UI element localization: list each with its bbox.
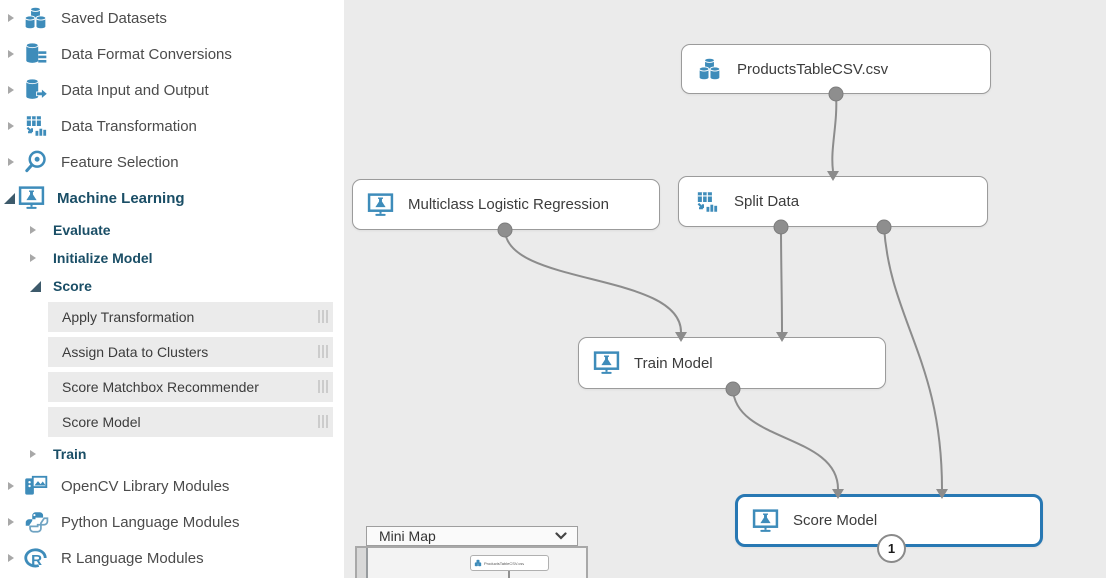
badge-number: 1 [887,541,896,556]
sidebar-item-label: Machine Learning [57,189,185,207]
dataset-icon [698,57,721,81]
caret-expanded-icon[interactable] [4,192,15,204]
node-split-data[interactable]: Split Data [678,176,988,227]
sidebar-item-score[interactable]: Score [0,272,344,300]
drag-grip-icon[interactable] [318,415,328,428]
node-train-model[interactable]: Train Model [578,337,886,389]
node-label: Train Model [634,354,713,372]
sidebar-item-evaluate[interactable]: Evaluate [0,216,344,244]
drag-grip-icon[interactable] [318,345,328,358]
sidebar-item-saved-datasets[interactable]: Saved Datasets [0,0,344,36]
output-port-badge[interactable]: 1 [877,534,906,563]
module-item-label: Score Model [62,414,141,430]
sidebar-item-feature-selection[interactable]: Feature Selection [0,144,344,180]
ml-module-icon [367,192,394,216]
drag-grip-icon[interactable] [318,380,328,393]
data-transformation-icon [26,116,47,136]
minimap-viewport[interactable]: ProductsTableCSV.csv [355,546,588,578]
caret-collapsed-icon[interactable] [8,85,19,96]
module-item-label: Assign Data to Clusters [62,344,209,360]
drag-grip-icon[interactable] [318,310,328,323]
connector-dataset-to-splitdata[interactable] [831,93,838,172]
connector-mlr-to-trainmodel[interactable] [504,229,682,333]
sidebar-item-label: Feature Selection [61,153,179,171]
data-format-conversions-icon [25,42,47,63]
caret-expanded-icon[interactable] [30,280,41,292]
node-products-table-csv[interactable]: ProductsTableCSV.csv [681,44,991,94]
caret-collapsed-icon[interactable] [8,157,19,168]
connector-splitdata-to-trainmodel[interactable] [780,226,783,333]
module-item-score-model[interactable]: Score Model [48,407,333,437]
caret-collapsed-icon[interactable] [8,517,19,528]
module-item-label: Apply Transformation [62,309,195,325]
connector-trainmodel-to-scoremodel[interactable] [732,388,839,490]
sidebar-item-label: Saved Datasets [61,9,167,27]
ml-module-icon [752,508,779,532]
python-icon [25,512,49,533]
node-label: Multiclass Logistic Regression [408,196,609,213]
dataset-icon [474,559,482,567]
caret-collapsed-icon[interactable] [8,121,19,132]
saved-datasets-icon [24,6,47,30]
minimap-title: Mini Map [379,528,436,544]
sidebar-item-label: Data Transformation [61,117,197,135]
node-multiclass-logistic-regression[interactable]: Multiclass Logistic Regression [352,179,660,230]
sidebar-item-machine-learning[interactable]: Machine Learning [0,180,344,216]
caret-collapsed-icon[interactable] [8,481,19,492]
ml-module-icon [593,351,620,374]
sidebar-item-label: Data Format Conversions [61,45,232,63]
caret-collapsed-icon[interactable] [8,553,19,564]
sidebar-item-label: Initialize Model [53,250,153,266]
minimap-node-label: ProductsTableCSV.csv [484,560,525,566]
sidebar-item-train[interactable]: Train [0,440,344,468]
machine-learning-icon [18,186,45,209]
caret-collapsed-icon[interactable] [8,13,19,24]
sidebar-item-label: Score [53,278,92,294]
sidebar-item-data-transformation[interactable]: Data Transformation [0,108,344,144]
minimap-header[interactable]: Mini Map [366,526,578,546]
sidebar-item-data-format-conversions[interactable]: Data Format Conversions [0,36,344,72]
sidebar-item-label: OpenCV Library Modules [61,477,230,495]
caret-collapsed-icon[interactable] [30,449,41,460]
connector-splitdata-to-scoremodel[interactable] [883,226,943,490]
node-label: ProductsTableCSV.csv [737,60,889,78]
data-input-output-icon [25,78,49,100]
sidebar-item-label: Python Language Modules [61,513,240,531]
chevron-down-icon[interactable] [555,532,567,540]
minimap-gutter [357,548,368,578]
caret-collapsed-icon[interactable] [30,225,41,236]
module-item-score-matchbox-recommender[interactable]: Score Matchbox Recommender [48,372,333,402]
sidebar-item-data-input-output[interactable]: Data Input and Output [0,72,344,108]
sidebar-item-label: R Language Modules [61,549,204,567]
feature-selection-icon [25,150,46,173]
module-item-label: Score Matchbox Recommender [62,379,259,395]
caret-collapsed-icon[interactable] [30,253,41,264]
sidebar-item-label: Train [53,446,87,462]
sidebar-item-python-language-modules[interactable]: Python Language Modules [0,504,344,540]
opencv-icon [25,475,48,495]
module-item-assign-data-to-clusters[interactable]: Assign Data to Clusters [48,337,333,367]
module-palette: Saved Datasets Data Format Conversions D… [0,0,344,578]
minimap-connector [508,571,510,578]
svg-text:R: R [31,552,42,569]
sidebar-item-label: Evaluate [53,222,111,238]
sidebar-item-r-language-modules[interactable]: R R Language Modules [0,540,344,576]
transformation-icon [697,191,718,212]
sidebar-item-label: Data Input and Output [61,81,209,99]
module-item-apply-transformation[interactable]: Apply Transformation [48,302,333,332]
caret-collapsed-icon[interactable] [8,49,19,60]
node-label: Score Model [793,512,878,529]
experiment-canvas[interactable]: ProductsTableCSV.csv Multiclass Logistic… [344,0,1106,578]
r-icon: R [24,548,47,569]
sidebar-item-initialize-model[interactable]: Initialize Model [0,244,344,272]
sidebar-item-opencv-library-modules[interactable]: OpenCV Library Modules [0,468,344,504]
minimap-node-products-table-csv: ProductsTableCSV.csv [470,555,549,571]
node-label: Split Data [734,193,800,210]
